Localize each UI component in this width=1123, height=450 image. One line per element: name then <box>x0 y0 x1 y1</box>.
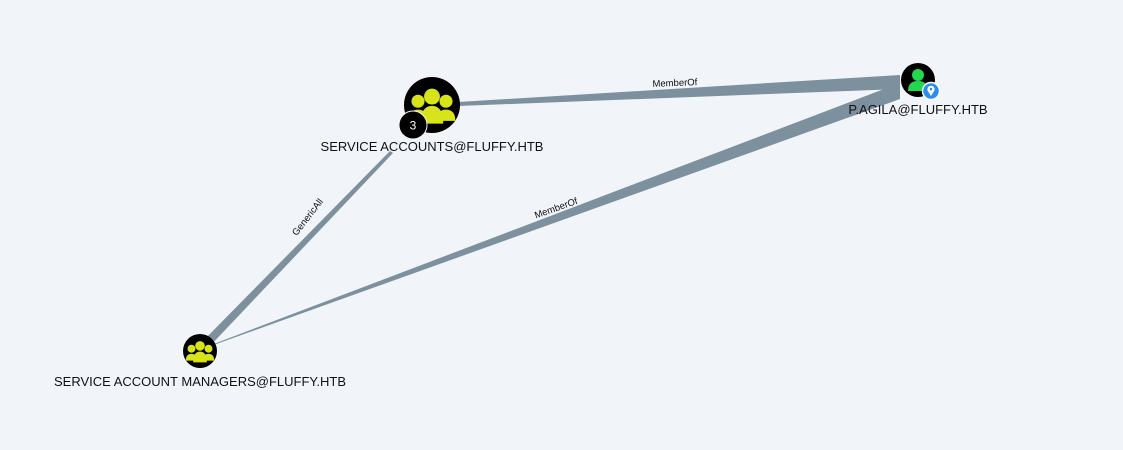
node-service-account-managers[interactable]: SERVICE ACCOUNT MANAGERS@FLUFFY.HTB <box>54 334 346 389</box>
location-pin-icon <box>921 81 941 101</box>
node-service-accounts[interactable]: 3 SERVICE ACCOUNTS@FLUFFY.HTB <box>321 77 544 154</box>
node-label: SERVICE ACCOUNTS@FLUFFY.HTB <box>321 139 544 154</box>
member-count: 3 <box>410 119 417 133</box>
node-label: P.AGILA@FLUFFY.HTB <box>848 102 987 117</box>
edge-label: GenericAll <box>290 197 326 238</box>
edge-label: MemberOf <box>652 77 698 90</box>
node-label: SERVICE ACCOUNT MANAGERS@FLUFFY.HTB <box>54 374 346 389</box>
node-circle <box>183 334 217 368</box>
member-count-badge: 3 <box>398 110 428 140</box>
edge-memberof-service-accounts-to-p-agila[interactable]: MemberOf <box>458 75 900 106</box>
node-p-agila[interactable]: P.AGILA@FLUFFY.HTB <box>848 63 988 117</box>
edge-genericall-service-account-managers-to-service-accounts[interactable]: GenericAll <box>201 151 393 347</box>
